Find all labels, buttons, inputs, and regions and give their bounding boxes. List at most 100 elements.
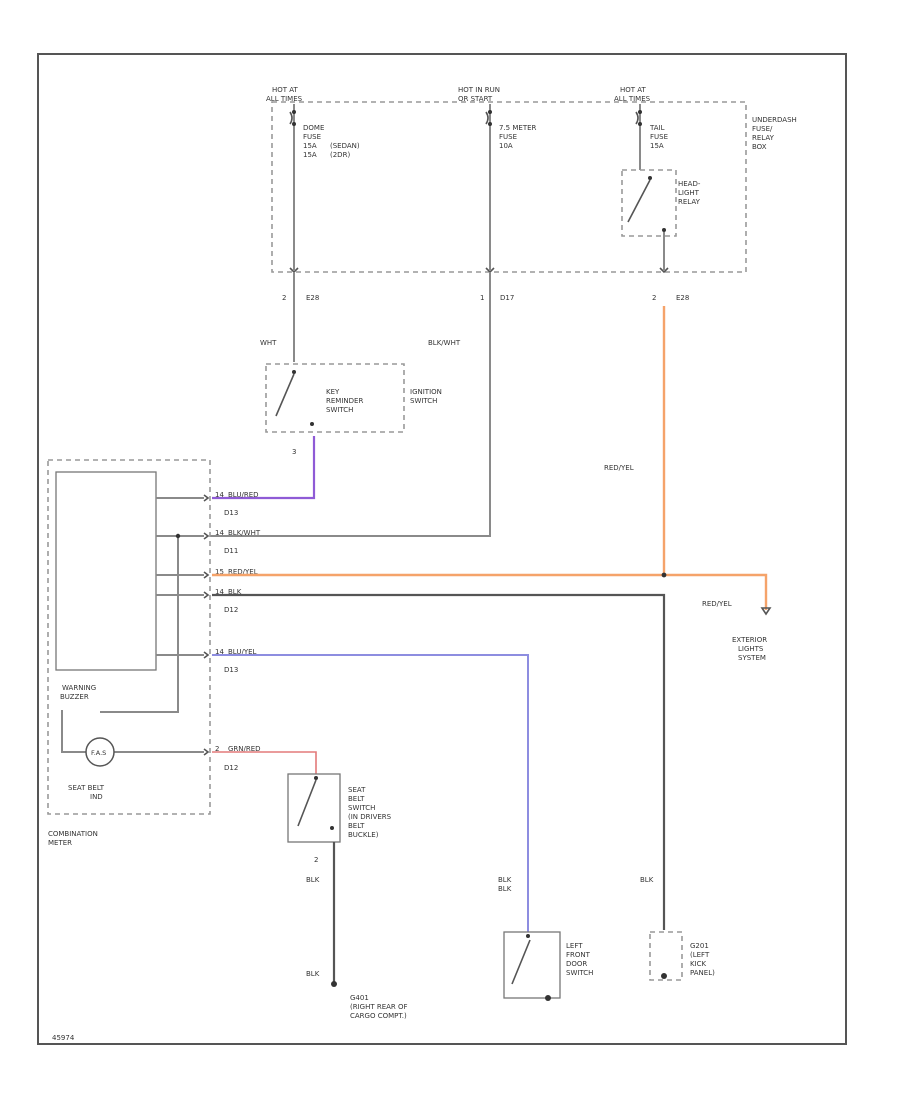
fuse-box-label-1: UNDERDASH <box>752 116 797 124</box>
c3-name: E28 <box>676 294 689 302</box>
g201-ground: G201 (LEFT KICK PANEL) <box>649 931 715 981</box>
ign-switch-t1: IGNITION <box>410 388 442 396</box>
headlight-relay: HEAD- LIGHT RELAY <box>621 169 701 270</box>
meter-wire-buzzer <box>100 536 179 713</box>
g401-t3: CARGO COMPT.) <box>350 1012 407 1020</box>
sb-switch-t5: BELT <box>348 822 365 830</box>
seat-belt-indicator-lamp: F.A.S <box>85 737 115 767</box>
g201-t4: PANEL) <box>690 969 715 977</box>
red-yel-ext-wire <box>664 573 768 610</box>
tail-fuse: TAIL FUSE 15A <box>635 104 668 170</box>
key-pin: 3 <box>292 448 296 456</box>
relay-t2: LIGHT <box>678 189 700 197</box>
pin-14a: 14 <box>215 491 224 499</box>
junction-dot-meter <box>175 533 181 539</box>
blk-wht-wire-vertical <box>210 272 491 537</box>
relay-t1: HEAD- <box>678 180 701 188</box>
sb-blk-2: BLK <box>306 970 320 978</box>
sb-switch-t4: (IN DRIVERS <box>348 813 392 821</box>
blu-red-wire <box>212 436 316 500</box>
g401-t2: (RIGHT REAR OF <box>350 1003 408 1011</box>
buzzer-t1: WARNING <box>62 684 96 692</box>
g401-t1: G401 <box>350 994 369 1002</box>
hot-mid-2: OR START <box>458 95 493 103</box>
red-yel-vert-label: RED/YEL <box>604 464 634 472</box>
tail-fuse-t1: TAIL <box>649 124 665 132</box>
dome-fuse: DOME FUSE 15A 15A (SEDAN) (2DR) <box>289 104 360 270</box>
seat-belt-switch: SEAT BELT SWITCH (IN DRIVERS BELT BUCKLE… <box>287 773 392 843</box>
key-switch-t2: REMINDER <box>326 397 363 405</box>
ind-t2: IND <box>90 793 103 801</box>
sb-switch-t2: BELT <box>348 795 365 803</box>
fuse-box-label-2: FUSE/ <box>752 125 773 133</box>
ind-t1: SEAT BELT <box>68 784 105 792</box>
pin-14d: 14 <box>215 648 224 656</box>
hot-right-1: HOT AT <box>620 86 647 94</box>
c1-pin: 2 <box>282 294 286 302</box>
right-blk-label: BLK <box>640 876 654 884</box>
sb-pin: 2 <box>314 856 318 864</box>
sb-switch-t3: SWITCH <box>348 804 375 812</box>
sb-blk-1: BLK <box>306 876 320 884</box>
meter-fuse-t1: 7.5 METER <box>499 124 537 132</box>
door-switch-t3: DOOR <box>566 960 587 968</box>
blk-wire-right <box>212 593 666 930</box>
blu-yel-label: BLU/YEL <box>228 648 257 656</box>
hot-mid-1: HOT IN RUN <box>458 86 500 94</box>
conn-m2: D11 <box>224 547 238 555</box>
left-front-door-switch: LEFT FRONT DOOR SWITCH <box>503 931 593 1001</box>
meter-fuse-t2: FUSE <box>499 133 517 141</box>
door-switch-t4: SWITCH <box>566 969 593 977</box>
conn-m4: D13 <box>224 666 238 674</box>
conn-m3: D12 <box>224 606 238 614</box>
key-switch-t3: SWITCH <box>326 406 353 414</box>
warning-buzzer-box <box>55 471 157 671</box>
blk-label: BLK <box>228 588 242 596</box>
diagram-frame <box>37 53 847 1045</box>
c2-name: D17 <box>500 294 514 302</box>
dome-fuse-t2: FUSE <box>303 133 321 141</box>
meter-label-1: COMBINATION <box>48 830 98 838</box>
ext-lights-t3: SYSTEM <box>738 654 766 662</box>
hot-left-2: ALL TIMES <box>266 95 303 103</box>
fuse-box-label-4: BOX <box>752 143 767 151</box>
hot-label-mid: HOT IN RUN OR START <box>458 86 500 103</box>
blk-wht-top-label: BLK/WHT <box>428 339 461 347</box>
blk-wht-label: BLK/WHT <box>228 529 261 537</box>
buzzer-t2: BUZZER <box>60 693 89 701</box>
meter-connectors: 14 14 15 14 14 2 D13 D11 D12 D13 D12 <box>203 491 238 772</box>
grn-red-wire <box>212 751 317 774</box>
ext-lights-t1: EXTERIOR <box>732 636 767 644</box>
c1-name: E28 <box>306 294 319 302</box>
junction-dot-red-yel <box>661 572 667 578</box>
pin-15: 15 <box>215 568 224 576</box>
ext-lights-t2: LIGHTS <box>738 645 764 653</box>
meter-label-2: METER <box>48 839 72 847</box>
g201-t1: G201 <box>690 942 709 950</box>
g201-t3: KICK <box>690 960 707 968</box>
blu-yel-wire <box>212 654 529 932</box>
dome-fuse-t4: 15A <box>303 151 317 159</box>
wht-label: WHT <box>260 339 277 347</box>
exterior-arrow <box>760 607 772 616</box>
tail-fuse-t2: FUSE <box>650 133 668 141</box>
c3-pin: 2 <box>652 294 656 302</box>
fuse-box-connectors: 2 E28 1 D17 2 E28 <box>282 267 689 302</box>
meter-fuse: 7.5 METER FUSE 10A <box>485 104 537 270</box>
sb-switch-t1: SEAT <box>348 786 366 794</box>
red-yel-label: RED/YEL <box>228 568 258 576</box>
underdash-fuse-relay-box <box>271 101 747 273</box>
hot-left-1: HOT AT <box>272 86 299 94</box>
lamp-symbol: F.A.S <box>91 749 106 757</box>
fuse-box-label-3: RELAY <box>752 134 775 142</box>
dome-fuse-note-2: (2DR) <box>330 151 350 159</box>
dome-fuse-t3: 15A <box>303 142 317 150</box>
pin-14b: 14 <box>215 529 224 537</box>
g401-ground <box>331 981 337 987</box>
grn-red-label: GRN/RED <box>228 745 261 753</box>
key-reminder-switch: KEY REMINDER SWITCH IGNITION SWITCH 3 <box>265 363 442 456</box>
pin-2: 2 <box>215 745 219 753</box>
hot-right-2: ALL TIMES <box>614 95 651 103</box>
door-switch-t1: LEFT <box>566 942 583 950</box>
blu-red-label: BLU/RED <box>228 491 259 499</box>
